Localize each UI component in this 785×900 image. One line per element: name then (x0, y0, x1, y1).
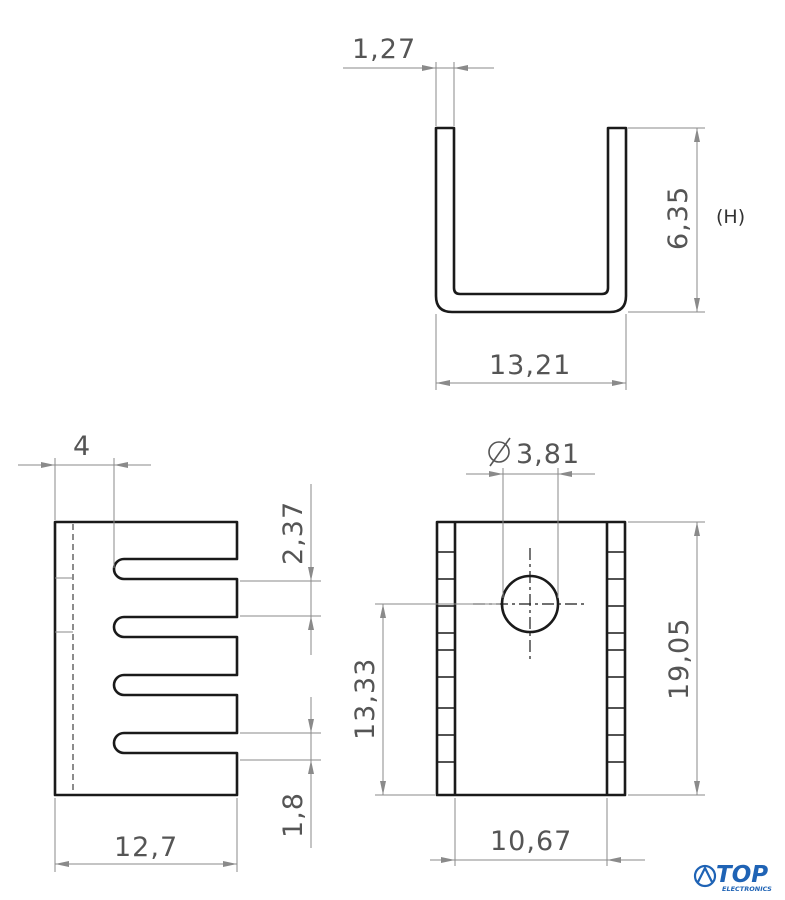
dim-side-fin-pitch: 2,37 (278, 501, 309, 565)
dim-top-height: 6,35 (663, 186, 694, 250)
front-view: 3,81 13,33 19,05 10,67 (350, 437, 705, 866)
dim-front-hole-diameter: 3,81 (516, 439, 580, 470)
top-electronics-logo: TOP ELECTRONICS (693, 862, 772, 893)
side-view: 4 2,37 1,8 12,7 (18, 431, 321, 872)
u-channel-outline (434, 126, 628, 314)
dim-side-fin-gap: 1,8 (278, 792, 309, 838)
dim-side-width: 12,7 (114, 832, 178, 863)
diameter-icon (488, 437, 511, 467)
logo-mark-icon (693, 864, 717, 888)
dim-top-thickness: 1,27 (352, 34, 416, 65)
logo-name: TOP (716, 862, 768, 888)
logo-tagline: ELECTRONICS (722, 885, 772, 893)
dim-side-offset: 4 (73, 431, 91, 462)
dim-front-hole-height: 13,33 (350, 658, 381, 740)
right-fin-edges (607, 551, 625, 763)
dim-front-height: 19,05 (664, 618, 695, 700)
fin-profile-outline (53, 520, 239, 797)
top-view: 1,27 13,21 6,35 (H) (343, 34, 745, 390)
left-fin-edges (437, 551, 455, 763)
dim-top-height-note: (H) (716, 206, 745, 228)
front-outline (435, 520, 627, 797)
dim-top-width: 13,21 (489, 350, 571, 381)
dim-front-inner-width: 10,67 (490, 826, 572, 857)
